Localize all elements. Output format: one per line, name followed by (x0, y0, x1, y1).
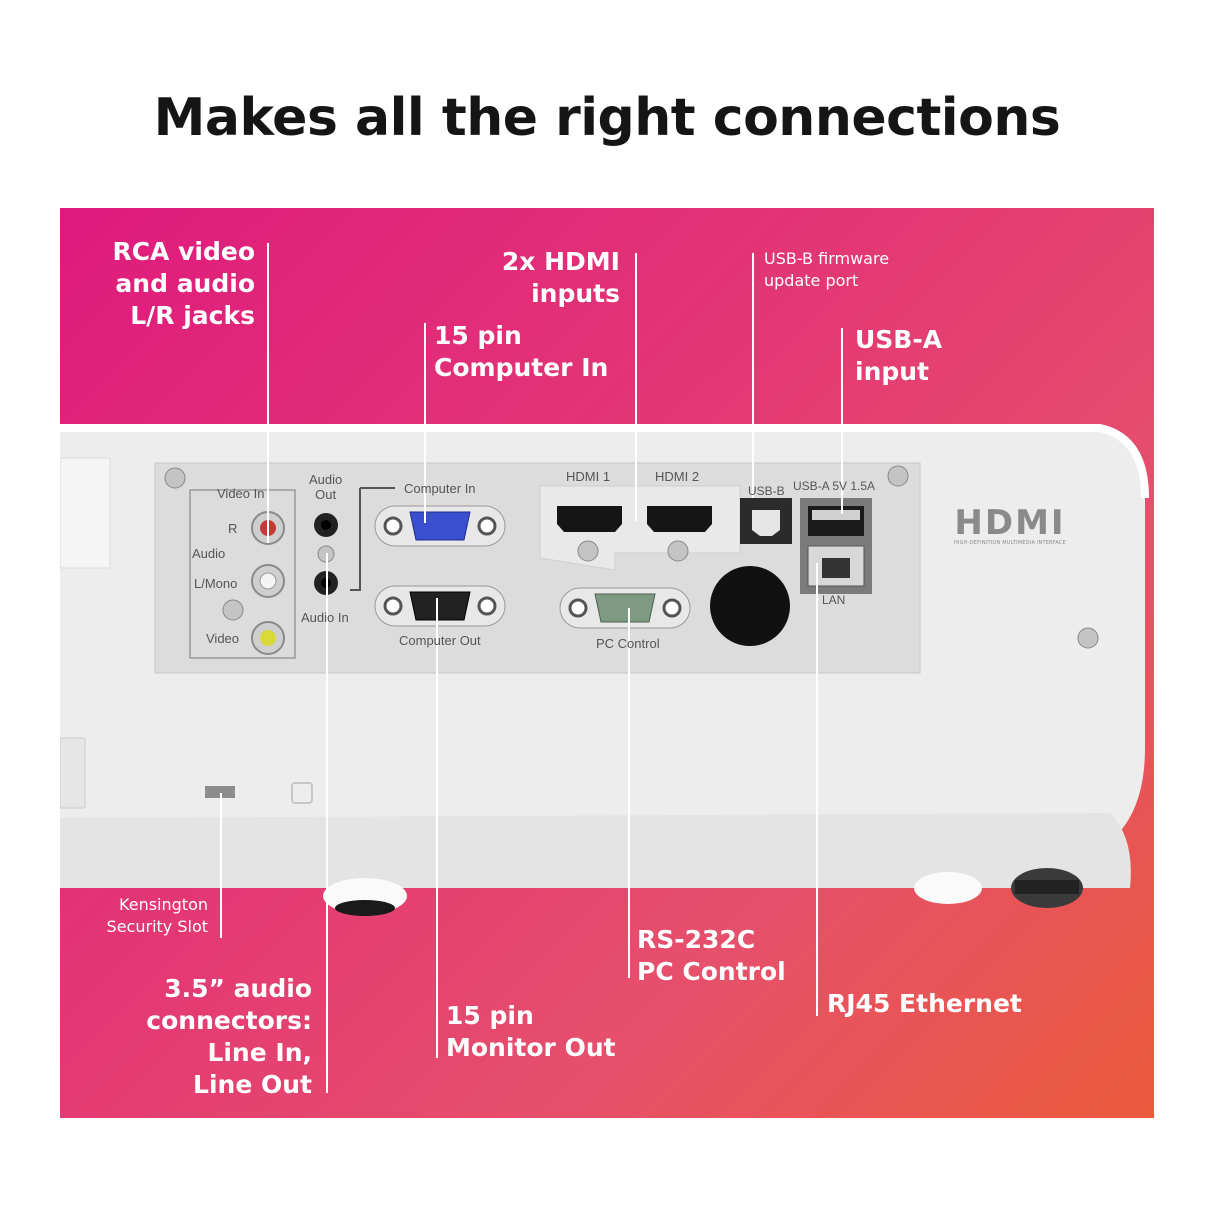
leader-line-computer-in (424, 323, 426, 523)
port-label-video-in: Video In (217, 486, 265, 501)
hdmi2-screw (667, 540, 689, 562)
leader-line-rj45 (816, 563, 818, 1016)
port-label-lan: LAN (822, 593, 846, 607)
leader-line-audio (326, 553, 328, 1093)
port-label-l-mono: L/Mono (194, 576, 238, 591)
hdmi1-port (557, 506, 622, 532)
leader-line-kensington (220, 793, 222, 938)
leader-line-rca (267, 243, 269, 543)
kensington-slot (205, 786, 235, 798)
leader-line-usb-b (752, 253, 754, 498)
projector-rear-illustration (60, 424, 1149, 916)
rca-screw (222, 599, 244, 621)
leader-line-hdmi (635, 253, 637, 521)
port-label-pc-control: PC Control (596, 636, 660, 651)
foot-middle (914, 872, 982, 904)
callout-monitor-out: 15 pin Monitor Out (446, 1001, 616, 1062)
port-label-video: Video (206, 631, 240, 646)
port-label-hdmi2: HDMI 2 (655, 469, 700, 484)
callout-kensington: Kensington Security Slot (106, 895, 208, 936)
plate-screw (1077, 627, 1099, 649)
leader-line-rs232 (628, 608, 630, 978)
page-title: Makes all the right connections (153, 88, 1061, 148)
port-label-computer-in: Computer In (404, 481, 476, 496)
plate-screw (164, 467, 186, 489)
rca-group-outline (189, 489, 296, 659)
callout-computer-in: 15 pin Computer In (434, 321, 609, 382)
rs232-port (594, 593, 656, 623)
left-recess (60, 457, 111, 569)
callout-usb-a: USB-A input (855, 325, 943, 386)
port-label-r: R (228, 521, 238, 536)
callout-usb-b: USB-B firmware update port (764, 249, 890, 290)
callout-rs232c: RS-232C PC Control (637, 925, 786, 986)
callout-hdmi-inputs: 2x HDMI inputs (501, 247, 620, 308)
port-label-usb-b: USB-B (748, 484, 785, 498)
port-label-computer-out: Computer Out (399, 633, 481, 648)
hdmi-logo: HDMI HIGH-DEFINITION MULTIMEDIA INTERFAC… (954, 503, 1066, 546)
projector-top-edge (60, 424, 1149, 499)
left-vent (60, 737, 86, 809)
leader-line-usb-a (841, 328, 843, 514)
hdmi2-port (647, 506, 712, 532)
hdmi1-screw (577, 540, 599, 562)
callout-rj45: RJ45 Ethernet (827, 989, 1022, 1018)
port-label-audio-in: Audio In (301, 610, 349, 625)
port-label-hdmi1: HDMI 1 (566, 469, 611, 484)
callout-rca-jacks: RCA video and audio L/R jacks (112, 237, 255, 330)
lock-mark (291, 782, 313, 804)
vga-in-port (409, 511, 471, 541)
port-label-audio: Audio (192, 546, 226, 561)
plate-screw (887, 465, 909, 487)
port-label-audio-out: Audio Out (309, 472, 343, 502)
round-port (710, 566, 790, 646)
leader-line-monitor-out (436, 598, 438, 1058)
port-label-usb-a: USB-A 5V 1.5A (793, 479, 876, 493)
vga-out-port (409, 591, 471, 621)
callout-audio-connectors: 3.5” audio connectors: Line In, Line Out (146, 974, 312, 1099)
connections-panel: Video In R Audio L/Mono Video Audio Out … (60, 208, 1154, 1118)
